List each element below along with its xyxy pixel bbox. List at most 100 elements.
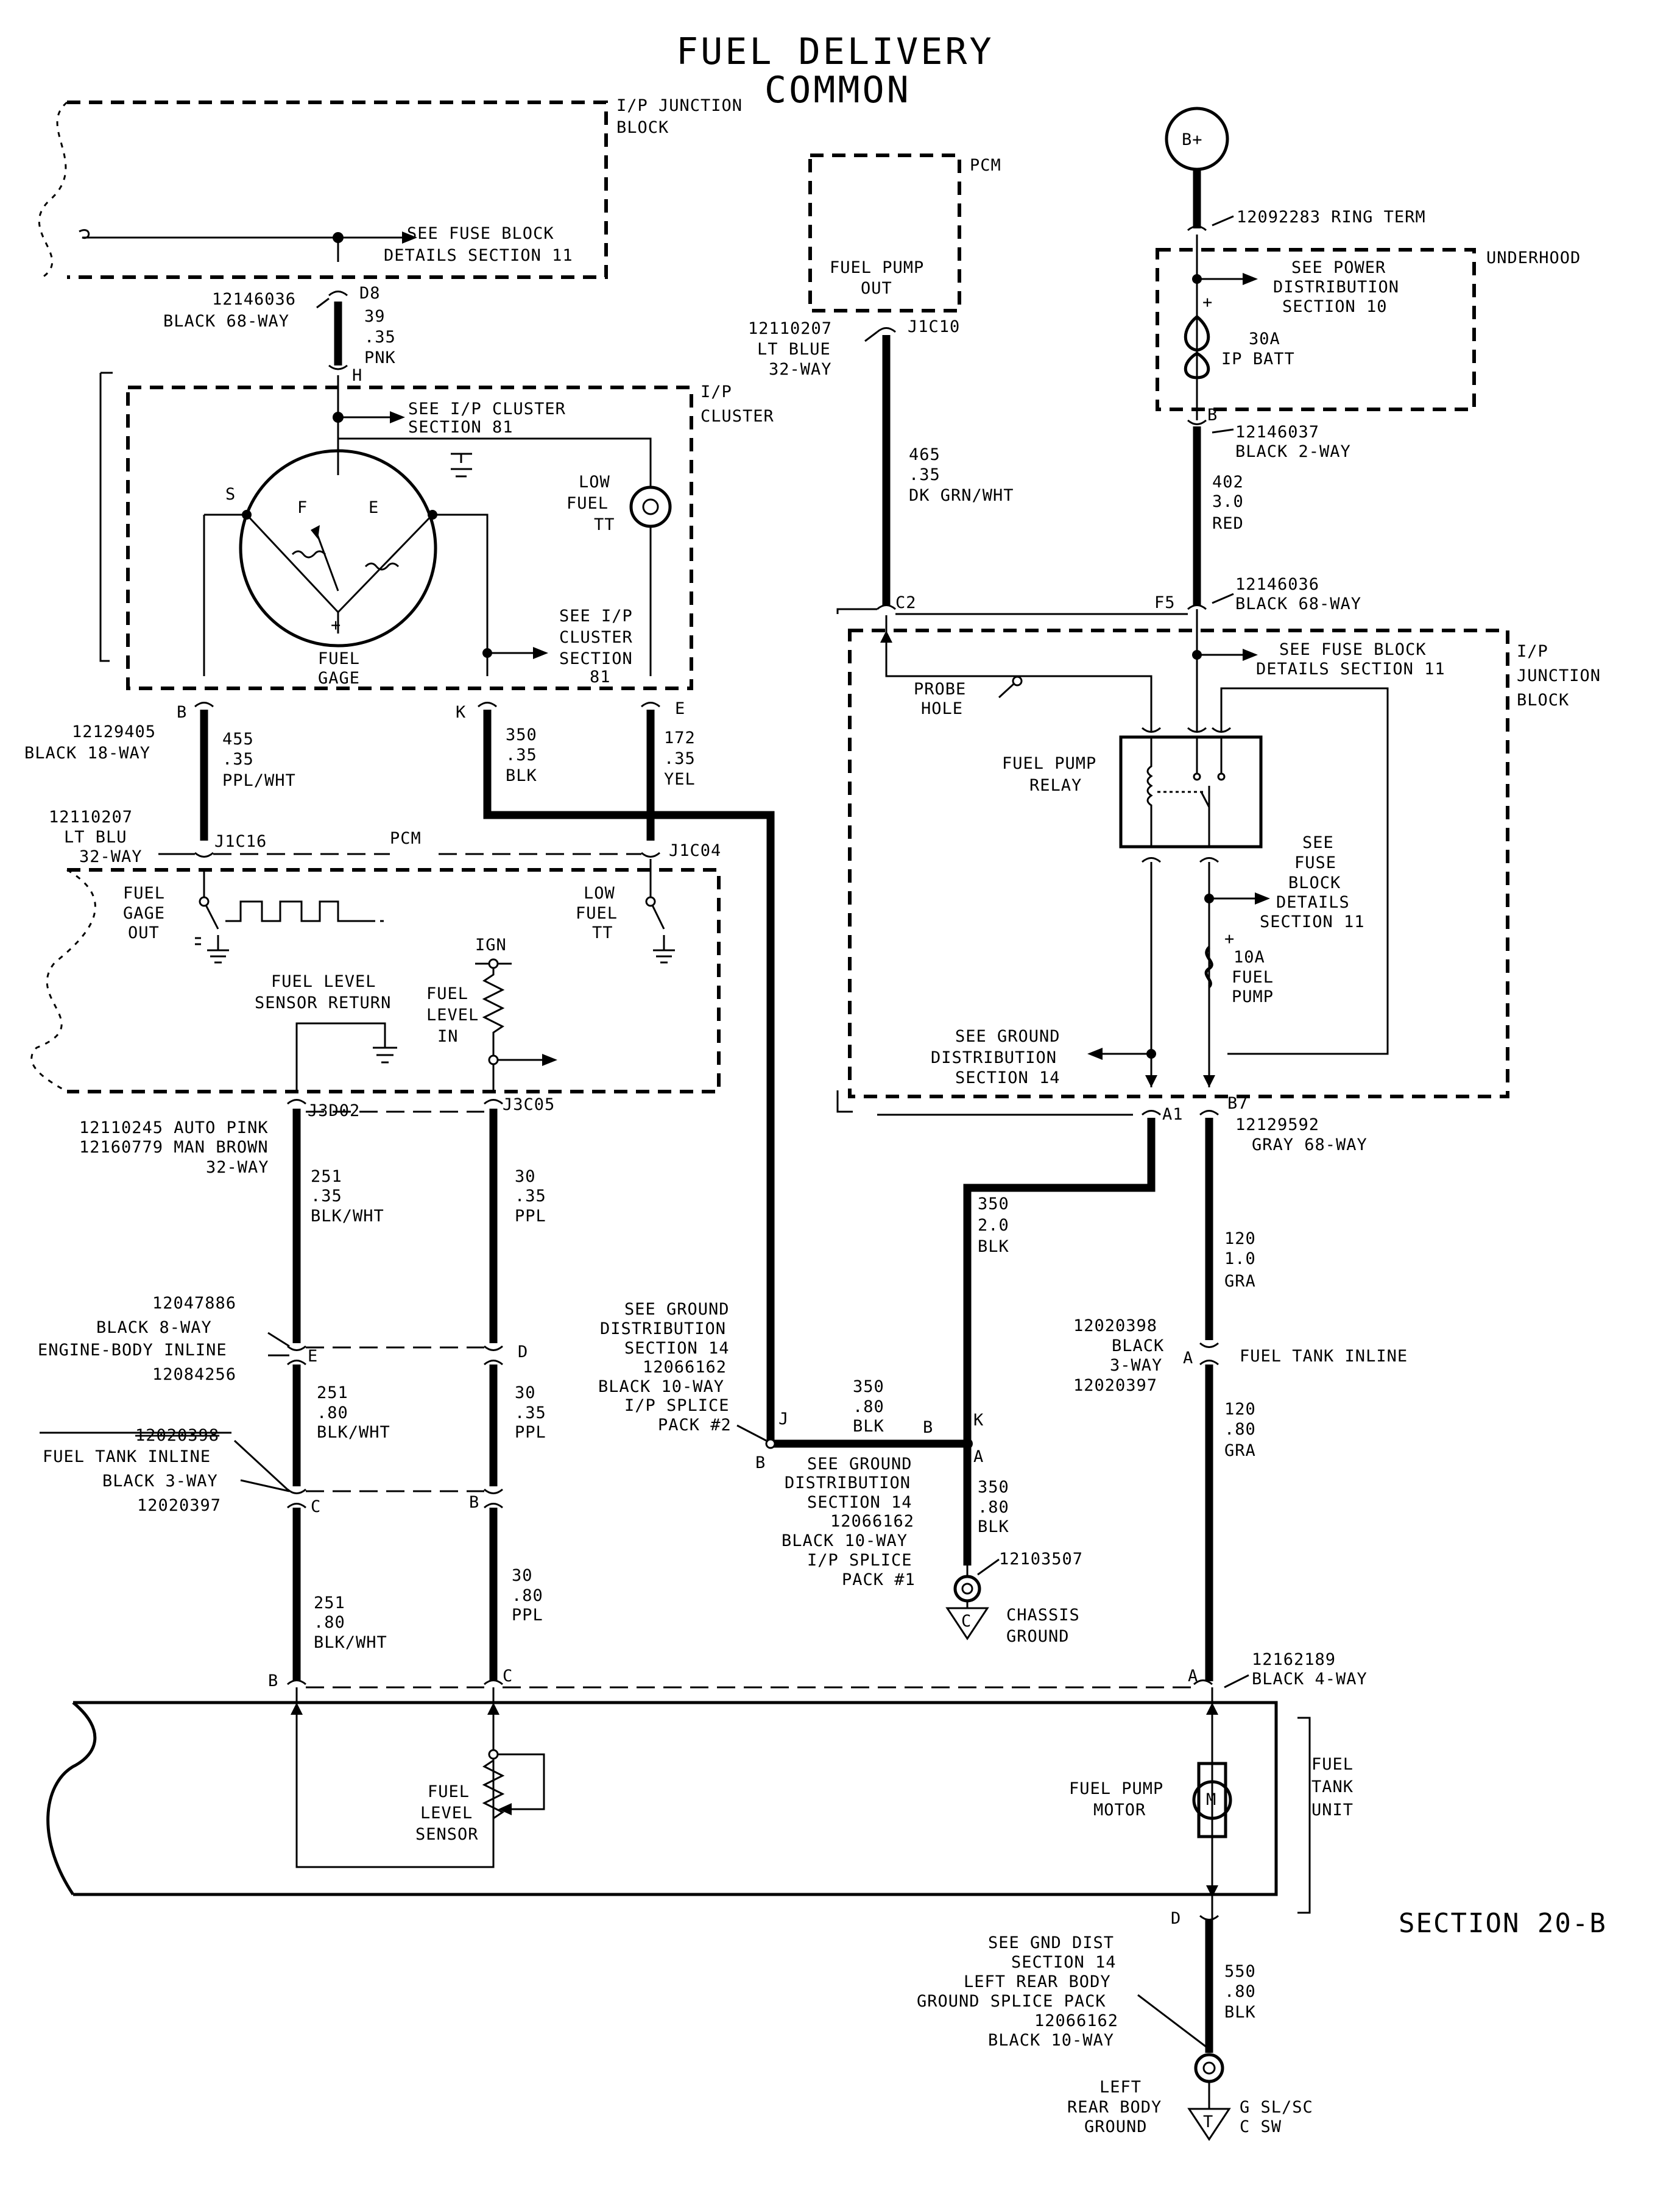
diagram-label: SEE I/P CLUSTER: [408, 400, 566, 418]
tank-unit-connector-row: B C: [268, 1667, 1213, 1690]
wire-350-blk-label: 350 .35 BLK: [506, 725, 537, 785]
diagram-label: DETAILS SECTION 11: [1256, 660, 1445, 679]
diagram-label: FUEL: [428, 1782, 470, 1801]
diagram-label: B: [177, 703, 187, 722]
diagram-label: BLK: [506, 766, 537, 785]
diagram-label: ENGINE-BODY INLINE: [38, 1341, 227, 1360]
diagram-label: BLOCK: [1288, 874, 1341, 892]
fuse-block-ref-relay: SEE FUSE BLOCK DETAILS SECTION 11: [1260, 833, 1365, 931]
diagram-label: FUEL: [426, 984, 468, 1003]
diagram-label: .80: [317, 1403, 348, 1422]
diagram-label: J: [778, 1410, 789, 1428]
diagram-label: BLK/WHT: [311, 1207, 384, 1226]
diagram-label: D8: [359, 284, 381, 303]
diagram-label: TT: [594, 515, 615, 534]
diagram-label: JUNCTION: [1517, 666, 1601, 685]
diagram-label: BLK/WHT: [317, 1423, 390, 1442]
diagram-label: .35: [222, 750, 254, 769]
diagram-label: I/P SPLICE: [807, 1551, 912, 1570]
diagram-label: FUEL PUMP: [1069, 1779, 1163, 1798]
diagram-label: DK GRN/WHT: [909, 486, 1014, 505]
diagram-label: BLK: [978, 1517, 1009, 1536]
diagram-label: SECTION 11: [1260, 913, 1365, 931]
diagram-label: .80: [1224, 1982, 1256, 2001]
diagram-label: CLUSTER: [701, 407, 774, 426]
diagram-label: 30: [515, 1383, 536, 1402]
diagram-label: RED: [1212, 514, 1244, 533]
diagram-label: .80: [314, 1613, 345, 1632]
diagram-label: BLACK: [1112, 1336, 1164, 1355]
diagram-label: .35: [909, 465, 941, 484]
diagram-label: A: [1188, 1667, 1198, 1686]
diagram-label: SEE: [1302, 833, 1334, 852]
diagram-label: PPL: [512, 1606, 543, 1625]
diagram-label: BLACK 68-WAY: [1235, 595, 1361, 613]
diagram-label: B: [1207, 406, 1218, 425]
pcm-top: PCM FUEL PUMP OUT: [808, 154, 1001, 312]
fuse-block-ref-2: DETAILS SECTION 11: [384, 246, 573, 265]
wire-350-80a-label: 350 .80 BLK: [853, 1377, 884, 1436]
diagram-label: GAGE: [123, 904, 165, 923]
diagram-label: LOW: [579, 473, 610, 492]
diagram-label: SEE GND DIST: [988, 1933, 1114, 1952]
splice-pins: J B B K A: [755, 1410, 984, 1472]
diagram-label: CHASSIS: [1006, 1606, 1080, 1625]
diagram-label: A: [973, 1447, 984, 1466]
diagram-label: S: [225, 485, 236, 504]
wire-455-label: 455 .35 PPL/WHT: [222, 730, 295, 790]
diagram-label: OUT: [861, 279, 892, 298]
diagram-label: BLACK 68-WAY: [163, 312, 289, 331]
diagram-label: F: [297, 498, 308, 517]
diagram-label: BLACK 2-WAY: [1235, 442, 1351, 461]
diagram-label: CLUSTER: [559, 628, 633, 647]
diagram-label: 12103507: [999, 1550, 1083, 1569]
diagram-label: BLK: [853, 1417, 884, 1436]
diagram-label: SECTION 14: [807, 1493, 912, 1512]
fuel-gage: S F E + FUEL GAGE: [203, 449, 489, 688]
diagram-label: 12162189: [1252, 1650, 1336, 1669]
diagram-label: SENSOR: [415, 1825, 479, 1844]
diagram-label: FUEL PUMP: [830, 258, 924, 277]
diagram-label: 10A: [1234, 948, 1265, 967]
diagram-label: FUEL: [576, 904, 618, 923]
diagram-label: 12066162: [1034, 2011, 1118, 2030]
wire-251b-label: 251 .80 BLK/WHT: [317, 1383, 390, 1442]
diagram-label: GRA: [1224, 1272, 1256, 1291]
fuse-10a: 10A FUEL PUMP: [1232, 948, 1273, 1006]
diagram-label: K: [456, 703, 466, 722]
low-fuel-tt: LOW FUEL TT: [566, 473, 672, 676]
diagram-label: TT: [592, 923, 613, 942]
diagram-label: 12146037: [1235, 423, 1319, 442]
diagram-label: E: [369, 498, 379, 517]
wire-172-label: 172 .35 YEL: [664, 729, 696, 789]
diagram-label: 12020397: [137, 1496, 221, 1515]
ip-cluster-ref-2: SEE I/P CLUSTER SECTION 81: [559, 607, 633, 687]
diagram-label: .80: [512, 1586, 543, 1605]
diagram-label: G SL/SC: [1240, 2098, 1313, 2117]
fuel-level-sensor-return: FUEL LEVEL SENSOR RETURN: [255, 972, 397, 1090]
ip-junction-block-top: I/P JUNCTION BLOCK SEE FUSE BLOCK DETAIL…: [38, 96, 742, 279]
diagram-label: H: [352, 366, 362, 385]
diagram-label: 81: [590, 668, 611, 687]
diagram-label: .35: [364, 328, 396, 347]
diagram-label: 32-WAY: [206, 1158, 269, 1177]
diagram-label: DISTRIBUTION: [600, 1319, 726, 1338]
diagram-label: B: [268, 1672, 278, 1690]
diagram-label: SENSOR RETURN: [255, 994, 391, 1012]
diagram-label: 2.0: [978, 1216, 1009, 1235]
diagram-label: UNDERHOOD: [1486, 249, 1581, 267]
diagram-label: SECTION 14: [624, 1339, 730, 1358]
diagram-label: BLACK 10-WAY: [988, 2031, 1114, 2050]
diagram-label: FUEL: [123, 884, 165, 903]
diagram-label: 172: [664, 729, 696, 747]
diagram-label: .35: [311, 1187, 342, 1206]
diagram-label: 12110207: [748, 319, 832, 338]
diagram-label: 30: [515, 1167, 536, 1186]
chassis-ground: C 12103507 CHASSIS GROUND: [945, 1550, 1083, 1646]
diagram-label: LOW: [584, 884, 615, 903]
diagram-label: LEFT: [1099, 2078, 1142, 2097]
ground-splice-2: SEE GROUND DISTRIBUTION SECTION 14 12066…: [598, 1300, 767, 1442]
fuel-level-sensor: FUEL LEVEL SENSOR: [415, 1749, 545, 1867]
diagram-label: FUSE: [1294, 853, 1336, 872]
connector-engine-body: 12047886 BLACK 8-WAY ENGINE-BODY INLINE …: [38, 1294, 528, 1384]
